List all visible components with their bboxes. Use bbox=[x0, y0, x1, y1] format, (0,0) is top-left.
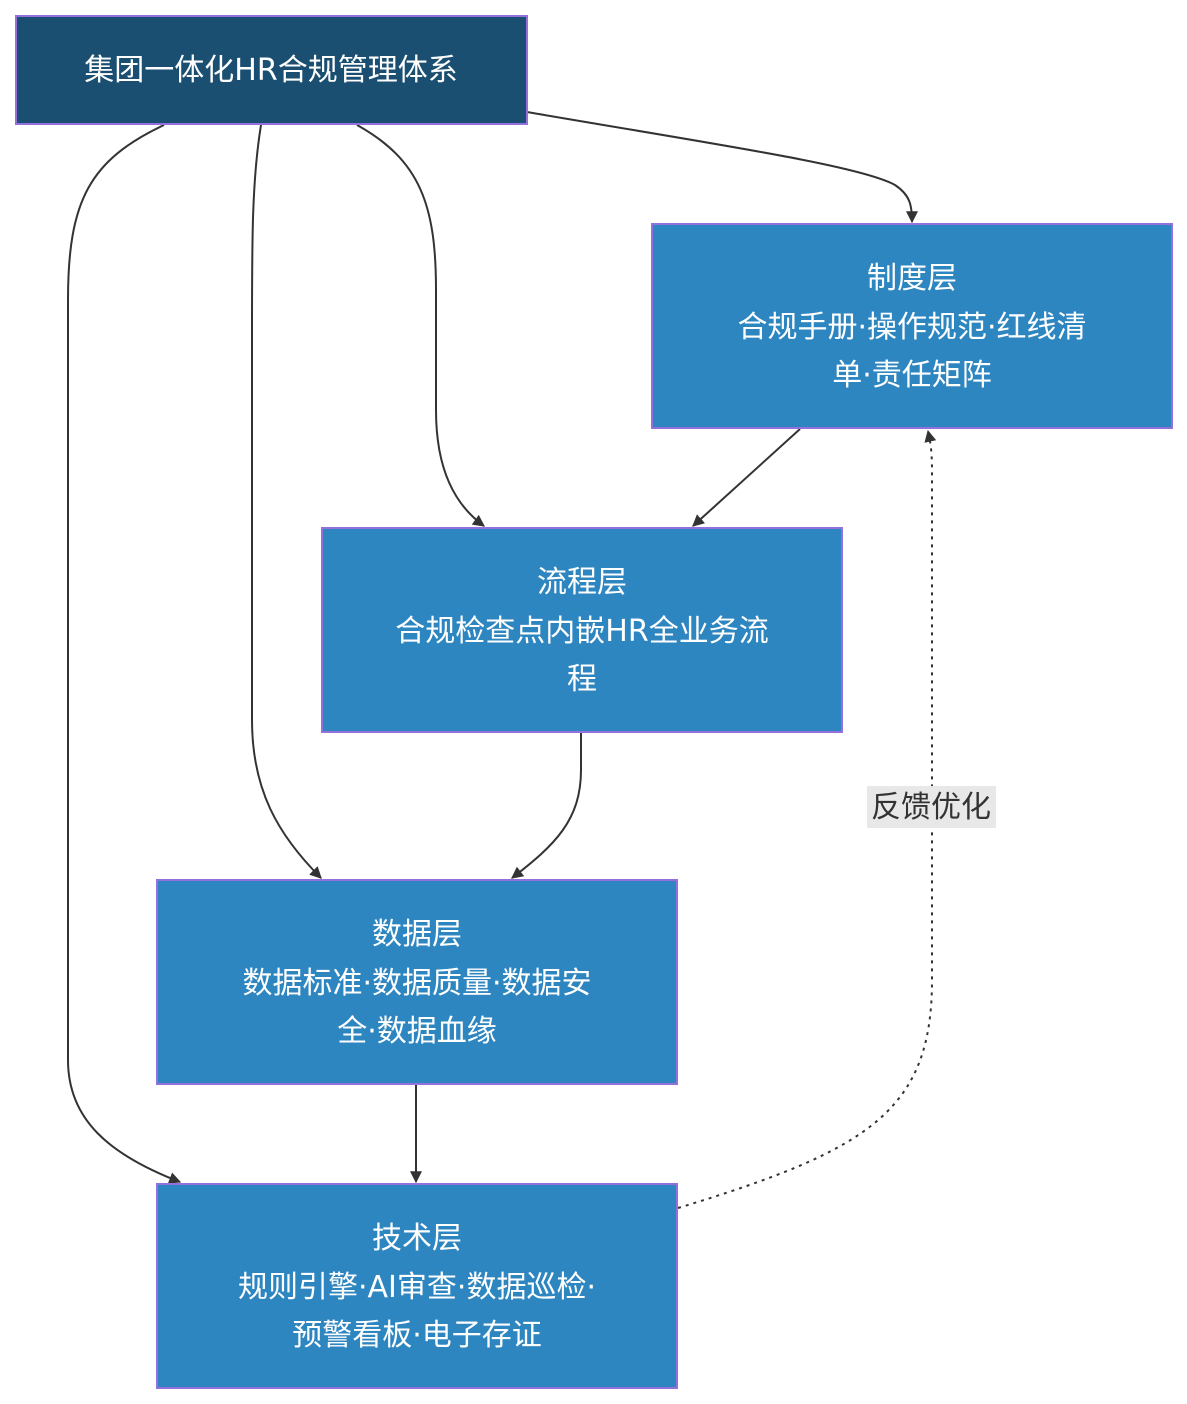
node-data-desc-line1: 数据标准·数据质量·数据安 bbox=[242, 966, 591, 1001]
node-data-box bbox=[156, 879, 678, 1085]
node-tech-desc-line2: 预警看板·电子存证 bbox=[292, 1318, 542, 1353]
edge-root-to-policy bbox=[526, 111, 918, 224]
node-process-title: 流程层 bbox=[537, 565, 627, 600]
edge-root-to-tech bbox=[67, 124, 182, 1184]
node-process-box bbox=[321, 527, 843, 733]
node-root[interactable]: 集团一体化HR合规管理体系 bbox=[15, 15, 528, 125]
node-policy-desc-line1: 合规手册·操作规范·红线清 bbox=[737, 310, 1086, 345]
node-process-desc-line2: 程 bbox=[567, 662, 597, 697]
node-data-layer[interactable]: 数据层 数据标准·数据质量·数据安 全·数据血缘 bbox=[156, 879, 678, 1085]
edge-root-to-data bbox=[251, 124, 322, 879]
node-tech-desc-line1: 规则引擎·AI审查·数据巡检· bbox=[238, 1270, 596, 1305]
node-tech-box bbox=[156, 1183, 678, 1389]
node-policy-box bbox=[651, 223, 1173, 429]
node-tech-layer[interactable]: 技术层 规则引擎·AI审查·数据巡检· 预警看板·电子存证 bbox=[156, 1183, 678, 1389]
node-root-title: 集团一体化HR合规管理体系 bbox=[84, 53, 457, 88]
edge-root-to-process bbox=[356, 124, 485, 527]
edge-process-to-data bbox=[511, 732, 582, 879]
node-policy-title: 制度层 bbox=[867, 261, 957, 296]
edge-label-feedback: 反馈优化 bbox=[867, 786, 996, 828]
node-tech-title: 技术层 bbox=[372, 1221, 462, 1256]
edges bbox=[67, 111, 937, 1209]
edge-tech-to-policy-feedback bbox=[677, 429, 937, 1209]
node-data-desc-line2: 全·数据血缘 bbox=[337, 1014, 497, 1049]
node-data-title: 数据层 bbox=[372, 917, 462, 952]
node-process-desc-line1: 合规检查点内嵌HR全业务流 bbox=[395, 614, 768, 649]
node-policy-layer[interactable]: 制度层 合规手册·操作规范·红线清 单·责任矩阵 bbox=[651, 223, 1173, 429]
node-root-box bbox=[15, 15, 528, 125]
edge-label-feedback-text: 反馈优化 bbox=[871, 790, 991, 825]
edge-label-background bbox=[867, 786, 996, 828]
edge-policy-to-process bbox=[692, 428, 801, 527]
node-process-layer[interactable]: 流程层 合规检查点内嵌HR全业务流 程 bbox=[321, 527, 843, 733]
node-policy-desc-line2: 单·责任矩阵 bbox=[832, 358, 992, 393]
